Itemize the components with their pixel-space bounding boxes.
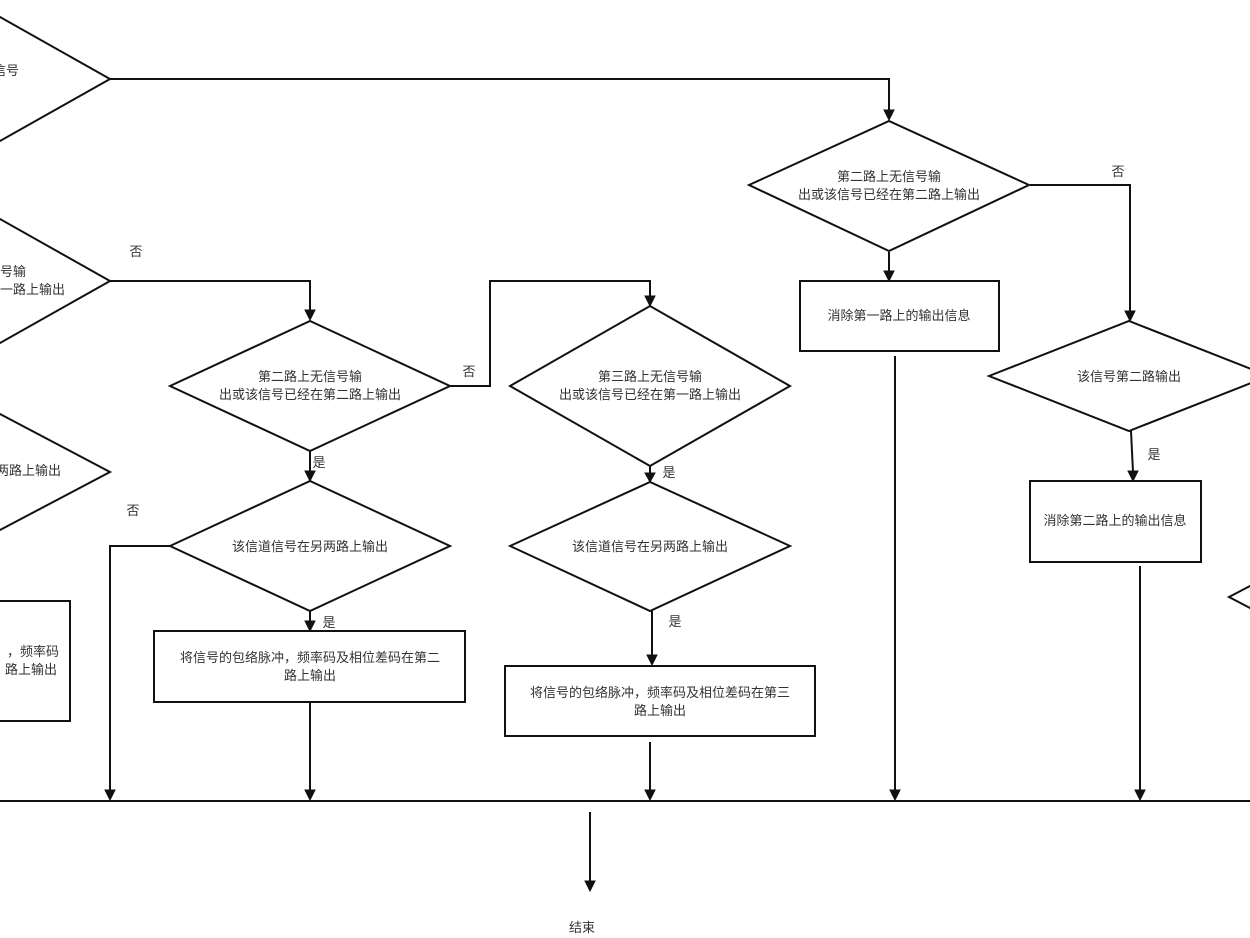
- node-label: 在信号: [0, 64, 19, 79]
- edge-label-no: 否: [126, 504, 139, 519]
- arrowhead: [644, 295, 656, 308]
- process-box-mid2-output: [504, 665, 816, 737]
- edge-label-no: 否: [462, 365, 475, 380]
- node-label: 该信道信号在另两路上输出: [572, 539, 728, 555]
- node-label: 一路上输出: [0, 282, 65, 298]
- arrowhead: [646, 654, 658, 667]
- node-label: 第二路上无信号输: [258, 369, 362, 385]
- edge-label-yes: 是: [312, 456, 325, 471]
- node-label: ，频率码: [7, 644, 59, 660]
- edge-route2-yes: [1130, 430, 1134, 473]
- edge-left2-to-mid1: [110, 280, 311, 312]
- node-label: 该信号第二路输出: [1077, 369, 1181, 385]
- decision-diamond-right-check: [746, 119, 1032, 253]
- arrowhead: [304, 620, 316, 633]
- node-label: 第二路上无信号输: [837, 169, 941, 185]
- arrowhead: [584, 880, 596, 893]
- node-label: 路上输出: [5, 662, 57, 678]
- node-label: 第三路上无信号输: [598, 369, 702, 385]
- node-label: 出或该信号已经在第二路上输出: [219, 387, 401, 403]
- node-label: 路上输出: [634, 703, 686, 719]
- decision-diamond-right-edge: [1226, 584, 1250, 610]
- arrowhead: [304, 309, 316, 322]
- edge-label-yes: 是: [662, 466, 675, 481]
- arrowhead: [104, 789, 116, 802]
- arrowhead: [1134, 789, 1146, 802]
- node-label: 号输: [0, 264, 26, 280]
- decision-diamond-left-3: [0, 412, 113, 532]
- arrowhead: [1124, 310, 1136, 323]
- edge-mid1-other-no: [109, 545, 170, 792]
- arrowhead: [304, 470, 316, 483]
- arrowhead: [883, 270, 895, 283]
- decision-diamond-mid2-check: [507, 304, 793, 468]
- node-label: 消除第二路上的输出信息: [1043, 513, 1186, 529]
- edge-label-yes: 是: [668, 615, 681, 630]
- node-label: 出或该信号已经在第二路上输出: [798, 187, 980, 203]
- edge-label-yes: 是: [322, 616, 335, 631]
- arrowhead: [644, 789, 656, 802]
- arrowhead: [644, 472, 656, 484]
- node-label: 两路上输出: [0, 463, 61, 479]
- shapes: [0, 15, 1250, 737]
- edge-label-no: 否: [129, 245, 142, 260]
- edge-label-no: 否: [1111, 165, 1124, 180]
- node-label: 路上输出: [284, 668, 336, 684]
- arrowhead: [1127, 470, 1139, 483]
- node-label: 该信道信号在另两路上输出: [232, 539, 388, 555]
- edge-right-check-no: [1030, 184, 1131, 312]
- decision-diamond-mid1-check: [167, 319, 453, 453]
- process-box-left: [0, 600, 71, 722]
- decision-diamond-right-route2: [986, 319, 1250, 433]
- edge-labels: 否 否 否 否 是 是 是 是 是: [126, 165, 1160, 631]
- decision-diamond-left-2: [0, 217, 113, 345]
- arrowhead: [889, 789, 901, 802]
- node-label: 将信号的包络脉冲，频率码及相位差码在第三: [530, 685, 790, 701]
- end-label: 结束: [569, 921, 595, 936]
- edge-label-yes: 是: [1147, 448, 1160, 463]
- edge-top-to-right-check: [110, 78, 890, 112]
- arrowhead: [883, 109, 895, 122]
- arrowhead: [304, 789, 316, 802]
- node-label: 将信号的包络脉冲，频率码及相位差码在第二: [180, 650, 440, 666]
- edges: [0, 78, 1250, 893]
- process-box-clear-route1: [799, 280, 1000, 352]
- decision-diamond-top-left: [0, 15, 113, 143]
- node-label: 出或该信号已经在第一路上输出: [559, 387, 741, 403]
- decision-diamond-mid2-other: [507, 480, 793, 613]
- process-box-mid1-output: [153, 630, 466, 703]
- decision-diamond-mid1-other: [167, 479, 453, 613]
- node-label: 消除第一路上的输出信息: [827, 308, 970, 324]
- edge-mid1-to-mid2: [450, 280, 651, 387]
- node-labels: 在信号 号输 一路上输出 两路上输出 ，频率码 路上输出 第二路上无信号输 出或…: [0, 64, 1187, 936]
- process-box-clear-route2: [1029, 480, 1202, 563]
